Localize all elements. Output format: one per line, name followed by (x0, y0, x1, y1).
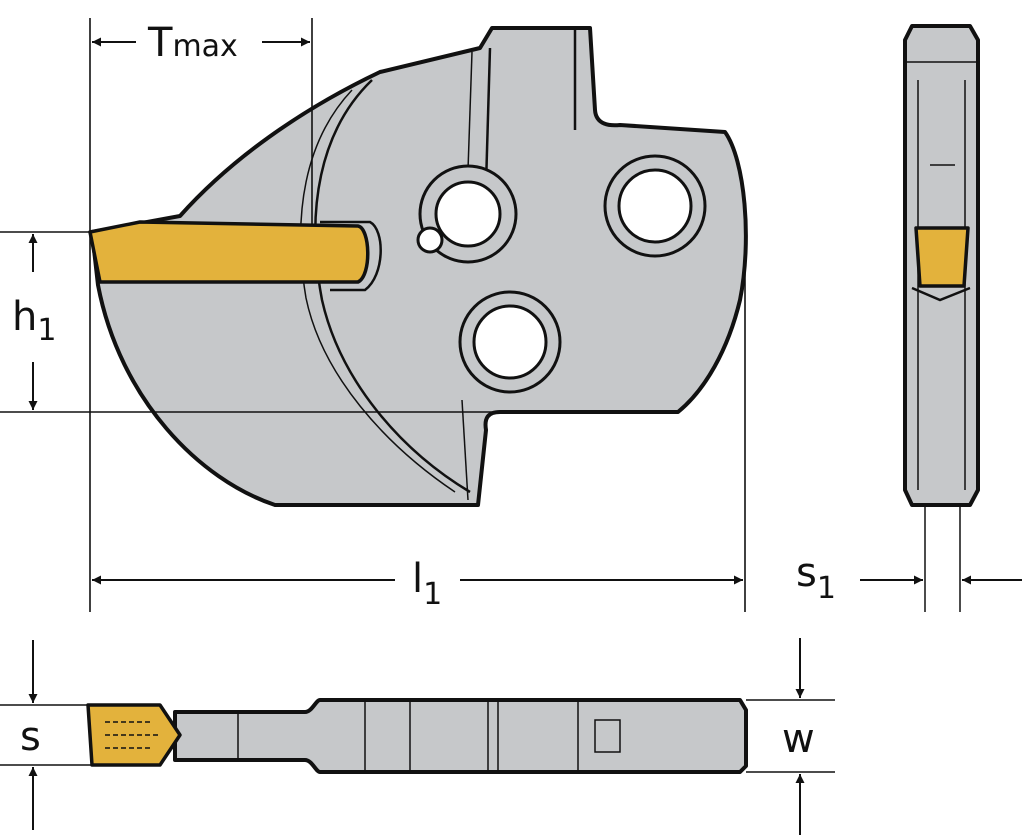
head-body (90, 26, 748, 507)
top-view (86, 698, 748, 774)
insert-pocket (320, 220, 382, 292)
insert (88, 220, 370, 284)
end-view-insert (914, 226, 970, 288)
pin-hole (416, 226, 444, 254)
slot-line-left (467, 51, 473, 171)
clamp-arc (314, 79, 471, 494)
clamp-arc-inner (299, 89, 456, 493)
top-view-blade (173, 698, 748, 774)
tmax-label: Tmax (147, 20, 238, 66)
clamp-hole (434, 180, 502, 248)
l1-label: l1 (412, 556, 442, 612)
h1-label: h1 (12, 294, 56, 348)
dimensions: Tmax h1 l1 s1 s w (0, 18, 1022, 835)
s-label: s (20, 714, 41, 760)
end-view-chevron (911, 286, 971, 302)
side-view (88, 26, 748, 507)
w-label: w (782, 716, 815, 762)
bottom-notch (461, 399, 469, 501)
screw-hole-right (617, 168, 693, 244)
top-view-hex (577, 700, 621, 772)
end-view (903, 24, 980, 612)
screw-hole-bottom (472, 304, 548, 380)
s1-label: s1 (796, 550, 836, 606)
top-view-insert-dash (105, 721, 160, 749)
slot-line (484, 47, 492, 186)
